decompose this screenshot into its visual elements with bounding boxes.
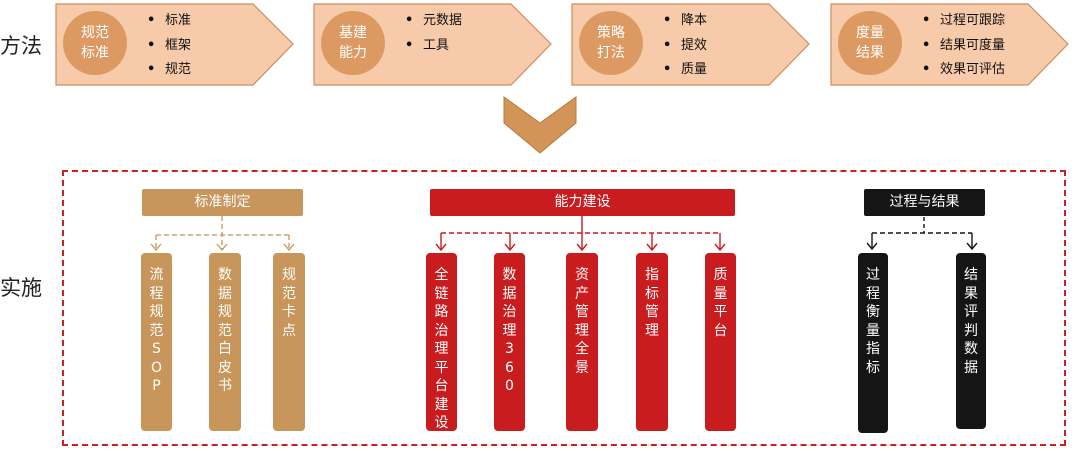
bullet-item: •提效 [663,37,708,53]
bullet-item: •工具 [405,37,450,53]
bullet-item: •元数据 [405,13,463,28]
column-spec-checkpoint: 规范卡点 [273,253,305,431]
chevron-down-icon [503,96,577,154]
bullet-item: •降本 [663,13,708,28]
method-arrow-4: 度量结果 •过程可跟踪 •结果可度量 •效果可评估 [830,3,1070,86]
method-bullets-1: •标准 •框架 •规范 [147,9,191,83]
column-asset-panorama: 资产管理全景 [566,253,598,431]
bullet-item: •规范 [147,62,192,77]
bullet-item: •结果可度量 [922,37,1006,53]
bullet-item: •过程可跟踪 [922,13,1006,28]
method-bullets-4: •过程可跟踪 •结果可度量 •效果可评估 [922,9,1005,83]
column-process-metrics: 过程衡量指标 [858,253,888,433]
method-circle-3: 策略打法 [579,11,643,75]
column-process-sop: 流程规范SOP [141,253,172,431]
bullet-item: •质量 [663,62,708,77]
method-circle-4: 度量结果 [838,11,902,75]
column-quality-platform: 质量平台 [705,253,736,431]
method-arrow-2: 基建能力 •元数据 •工具 [313,3,553,86]
method-circle-2: 基建能力 [321,11,385,75]
column-full-link-platform: 全链路治理平台建设 [426,253,457,431]
bullet-item: •效果可评估 [922,62,1006,77]
implementation-label: 实施 [0,276,42,300]
column-metric-management: 指标管理 [636,253,668,431]
method-circle-1: 规范标准 [63,11,127,75]
method-arrow-3: 策略打法 •降本 •提效 •质量 [571,3,811,86]
bullet-item: •标准 [147,13,192,28]
group-header-process-result: 过程与结果 [864,189,985,216]
method-arrow-1: 规范标准 •标准 •框架 •规范 [55,3,295,86]
group-header-standards: 标准制定 [142,189,303,216]
group-header-capability: 能力建设 [430,189,735,216]
method-bullets-3: •降本 •提效 •质量 [663,9,707,83]
column-data-whitepaper: 数据规范白皮书 [209,253,241,431]
column-data-governance-360: 数据治理360 [494,253,525,431]
implementation-frame [62,170,1066,446]
column-result-data: 结果评判数据 [956,253,986,429]
method-label: 方法 [0,34,42,58]
bullet-item: •框架 [147,37,192,53]
method-bullets-2: •元数据 •工具 [405,9,462,58]
